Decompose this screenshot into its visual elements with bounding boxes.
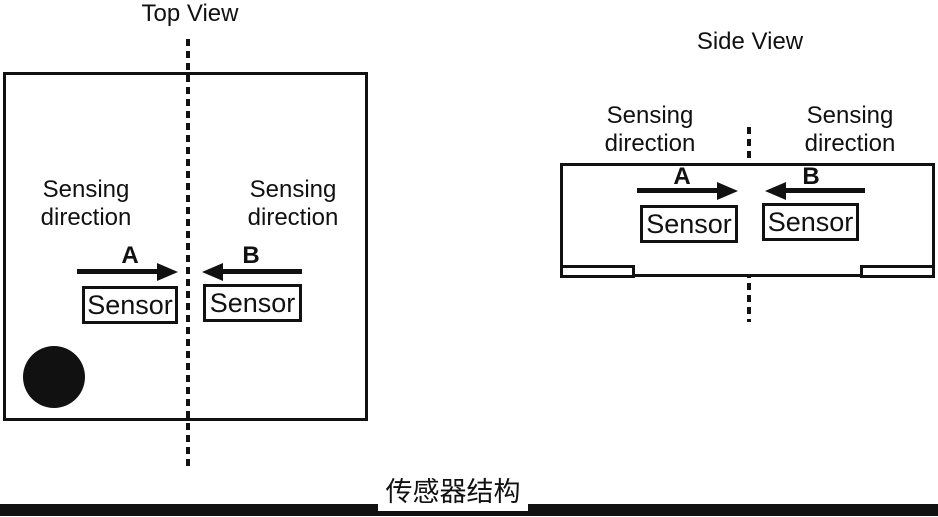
sensing-direction-line1: Sensing [806,102,894,129]
sensing-direction-line1: Sensing [606,102,694,129]
side-view-right-sensing-direction-label: Sensing direction [792,102,908,158]
arrowhead-left-icon [202,263,223,281]
sensor-label: Sensor [646,208,732,239]
side-view-arrow-b-label: B [802,163,820,190]
object-marker-circle [23,346,85,408]
side-view-right-sensor-box: Sensor [762,203,859,241]
side-view-mounting-foot-right [860,265,935,278]
arrowhead-right-icon [157,263,178,281]
top-view-left-sensing-direction-label: Sensing direction [28,176,144,232]
arrowhead-left-icon [765,182,786,200]
side-view-arrow-a-shaft [637,188,717,193]
arrowhead-right-icon [717,182,738,200]
figure-caption: 传感器结构 [385,477,521,507]
side-view-title: Side View [696,28,804,55]
caption-plate: 传感器结构 [378,462,528,511]
top-view-right-sensor-box: Sensor [203,284,302,322]
sensing-direction-line2: direction [604,130,696,157]
top-view-arrow-b-label: B [242,242,260,269]
top-view-title: Top View [141,0,239,27]
top-view-left-sensor-box: Sensor [82,286,178,324]
side-view-left-sensor-box: Sensor [640,205,738,243]
top-view-arrow-b-shaft [223,269,302,274]
top-view-right-sensing-direction-label: Sensing direction [235,176,351,232]
sensor-label: Sensor [209,287,296,318]
sensing-direction-line2: direction [247,204,339,231]
side-view-arrow-a-label: A [673,163,691,190]
side-view-body-outline [560,163,935,277]
sensing-direction-line1: Sensing [249,176,337,203]
side-view-left-sensing-direction-label: Sensing direction [592,102,708,158]
sensor-label: Sensor [87,289,173,320]
side-view-mounting-foot-left [560,265,635,278]
sensing-direction-line2: direction [804,130,896,157]
top-view-body-outline [3,72,368,421]
sensing-direction-line1: Sensing [42,176,130,203]
sensor-label: Sensor [767,206,854,237]
top-view-center-dashed-line [186,39,190,466]
side-view-arrow-b-shaft [786,188,865,193]
sensing-direction-line2: direction [40,204,132,231]
top-view-arrow-a-shaft [77,269,157,274]
top-view-arrow-a-label: A [121,242,139,269]
